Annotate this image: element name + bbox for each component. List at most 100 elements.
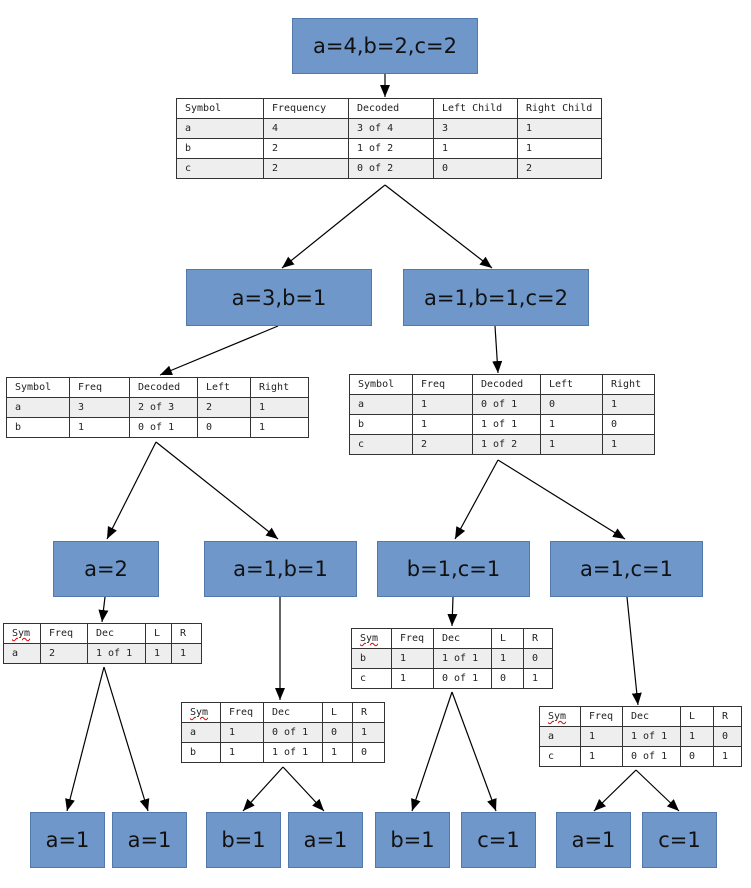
table-cell: b bbox=[181, 742, 221, 763]
table-cell: 1 of 1 bbox=[433, 648, 492, 669]
header-cell: Freq bbox=[220, 702, 264, 723]
table-cell: 1 bbox=[523, 668, 553, 689]
edge-a2-table-to-leaf2 bbox=[103, 666, 150, 812]
table-cell: 1 bbox=[540, 434, 603, 455]
table-cell: b bbox=[351, 648, 392, 669]
table-cell: 3 bbox=[433, 118, 518, 139]
table-cell: 0 bbox=[602, 414, 655, 435]
table-cell: 1 of 1 bbox=[622, 726, 681, 747]
table-cell: 0 bbox=[540, 394, 603, 415]
header-cell: Right bbox=[250, 377, 309, 398]
table-cell: 0 of 1 bbox=[129, 417, 198, 438]
header-cell: R bbox=[352, 702, 385, 723]
header-cell: Sym bbox=[181, 702, 221, 723]
table-cell: 1 bbox=[517, 138, 602, 159]
header-cell: R bbox=[713, 706, 742, 727]
table-cell: 1 bbox=[580, 726, 623, 747]
table-cell: 1 bbox=[250, 417, 309, 438]
header-cell: Dec bbox=[433, 628, 492, 649]
leaf-b1-1: b=1 bbox=[206, 812, 281, 868]
table-cell: b bbox=[349, 414, 413, 435]
table-cell: 1 bbox=[220, 722, 264, 743]
table-cell: 1 bbox=[602, 394, 655, 415]
header-cell: Dec bbox=[622, 706, 681, 727]
edge-a2-to-table bbox=[98, 596, 109, 623]
header-cell: Decoded bbox=[129, 377, 198, 398]
table-cell: 0 of 2 bbox=[348, 158, 434, 179]
table-cell: 4 bbox=[263, 118, 349, 139]
node-a1-b1-c2: a=1,b=1,c=2 bbox=[403, 269, 589, 326]
header-cell: Left Child bbox=[433, 98, 518, 119]
table-cell: 1 of 1 bbox=[263, 742, 323, 763]
table-cell: 0 bbox=[523, 648, 553, 669]
edge-right-to-table bbox=[492, 325, 503, 374]
node-a3-b1: a=3,b=1 bbox=[186, 269, 372, 326]
table-cell: a bbox=[181, 722, 221, 743]
header-cell: R bbox=[171, 623, 202, 644]
header-cell: L bbox=[145, 623, 172, 644]
table-cell: a bbox=[6, 397, 70, 418]
table-cell: 1 bbox=[517, 118, 602, 139]
edge-b1c1-to-table bbox=[447, 596, 458, 627]
table-cell: 1 bbox=[433, 138, 518, 159]
edge-left-to-table bbox=[159, 325, 279, 376]
node-b1-c1: b=1,c=1 bbox=[377, 541, 530, 597]
header-cell: Symbol bbox=[176, 98, 264, 119]
header-cell: Decoded bbox=[472, 374, 541, 395]
table-cell: 0 bbox=[713, 726, 742, 747]
edge-left-table-to-a1b1 bbox=[155, 441, 279, 540]
edge-a2-table-to-leaf1 bbox=[65, 666, 105, 812]
header-cell: Symbol bbox=[6, 377, 70, 398]
edge-root-table-to-left bbox=[281, 184, 386, 269]
table-cell: 1 bbox=[171, 643, 202, 664]
table-cell: 0 bbox=[197, 417, 251, 438]
table-cell: 1 bbox=[713, 746, 742, 767]
header-cell: Right bbox=[602, 374, 655, 395]
header-cell: Dec bbox=[263, 702, 323, 723]
table-cell: 2 bbox=[517, 158, 602, 179]
table-cell: 1 of 1 bbox=[87, 643, 146, 664]
table-cell: a bbox=[349, 394, 413, 415]
leaf-a1-2: a=1 bbox=[112, 812, 187, 868]
header-cell: Sym bbox=[3, 623, 41, 644]
table-cell: 1 bbox=[602, 434, 655, 455]
header-cell: Freq bbox=[580, 706, 623, 727]
edge-a1c1-to-table bbox=[626, 596, 642, 706]
leaf-b1-2: b=1 bbox=[375, 812, 450, 868]
header-cell: Symbol bbox=[349, 374, 413, 395]
table-cell: 1 bbox=[391, 668, 434, 689]
header-cell: Sym bbox=[539, 706, 581, 727]
leaf-c1-2: c=1 bbox=[642, 812, 717, 868]
header-cell: Freq bbox=[40, 623, 88, 644]
table-cell: a bbox=[176, 118, 264, 139]
leaf-c1-1: c=1 bbox=[461, 812, 536, 868]
table-cell: 1 bbox=[580, 746, 623, 767]
edge-b1c1-table-to-leaf5 bbox=[411, 691, 453, 812]
table-cell: 0 bbox=[433, 158, 518, 179]
table-cell: 1 bbox=[220, 742, 264, 763]
header-cell: Dec bbox=[87, 623, 146, 644]
table-cell: 2 bbox=[197, 397, 251, 418]
node-a2: a=2 bbox=[53, 541, 159, 597]
header-cell: Freq bbox=[412, 374, 473, 395]
edge-right-table-to-b1c1 bbox=[454, 459, 499, 540]
table-cell: c bbox=[351, 668, 392, 689]
edge-b1c1-table-to-leaf6 bbox=[451, 691, 497, 812]
table-cell: 1 bbox=[540, 414, 603, 435]
edge-a1b1-table-to-leaf3 bbox=[242, 766, 284, 812]
edge-root-table-to-right bbox=[384, 184, 493, 269]
